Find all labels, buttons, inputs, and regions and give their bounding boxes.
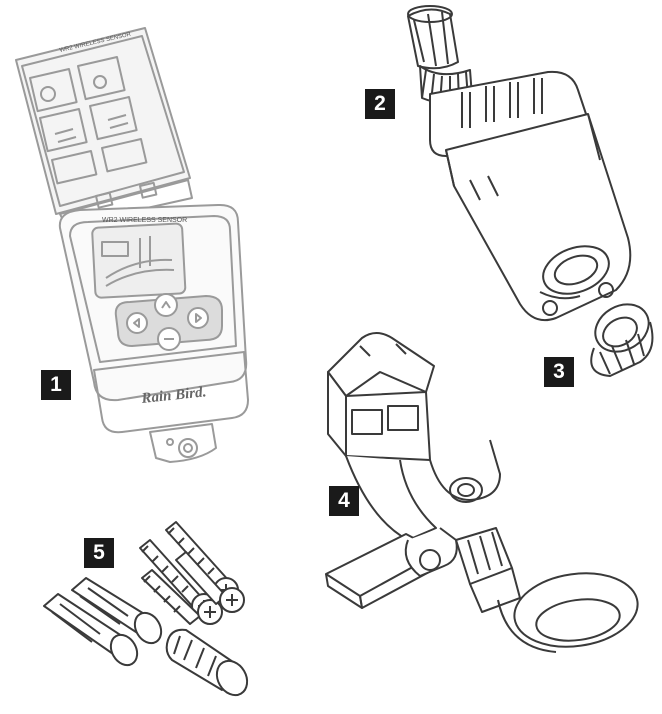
callout-1: 1 [41, 370, 71, 400]
callout-5: 5 [84, 538, 114, 568]
screw [141, 569, 223, 625]
left-button-icon [126, 312, 148, 334]
right-button-icon [187, 307, 209, 329]
wire-nut [165, 628, 249, 697]
svg-text:WR2 WIRELESS SENSOR: WR2 WIRELESS SENSOR [102, 217, 187, 224]
part-1-controller: WR2 WIRELESS SENSOR WR2 WIRELESS SENSOR [15, 27, 249, 463]
controller-body: WR2 WIRELESS SENSOR Rain Bird. [58, 203, 249, 463]
part-3-cap [590, 303, 654, 377]
up-button-icon [154, 293, 178, 317]
screw [175, 551, 245, 613]
callout-2: 2 [365, 89, 395, 119]
callout-4: 4 [329, 486, 359, 516]
wall-anchor [71, 577, 163, 645]
part-5-hardware [43, 521, 249, 697]
wall-anchor [43, 593, 139, 667]
svg-text:Rain Bird.: Rain Bird. [140, 384, 207, 407]
controller-lid: WR2 WIRELESS SENSOR [15, 27, 191, 215]
callout-3: 3 [544, 357, 574, 387]
part-2-sensor-body [407, 5, 632, 322]
part-4-mounting-bracket [325, 332, 639, 653]
